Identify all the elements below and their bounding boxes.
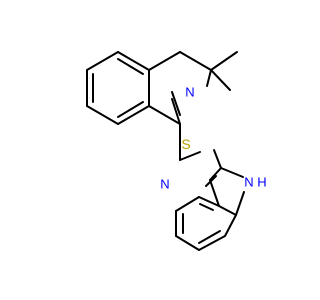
nitrogen-atom-ring: N bbox=[185, 85, 194, 100]
nitrogen-atom-imine: N bbox=[160, 177, 169, 192]
nitrogen-atom-nh: N bbox=[244, 175, 253, 190]
sulfur-atom: S bbox=[181, 136, 190, 152]
gem-dimethyl-groups bbox=[210, 51, 238, 91]
dihydroisoquinoline-ring bbox=[148, 51, 212, 125]
imidazole-ring bbox=[205, 167, 245, 216]
chemical-structure-diagram: N S N N H bbox=[86, 51, 267, 251]
isoquinoline-benzene-ring bbox=[86, 51, 150, 125]
hydrogen-atom-nh: H bbox=[257, 175, 266, 190]
benzimidazole-benzene-ring bbox=[175, 196, 237, 251]
methylene-thio-linker bbox=[179, 123, 222, 169]
